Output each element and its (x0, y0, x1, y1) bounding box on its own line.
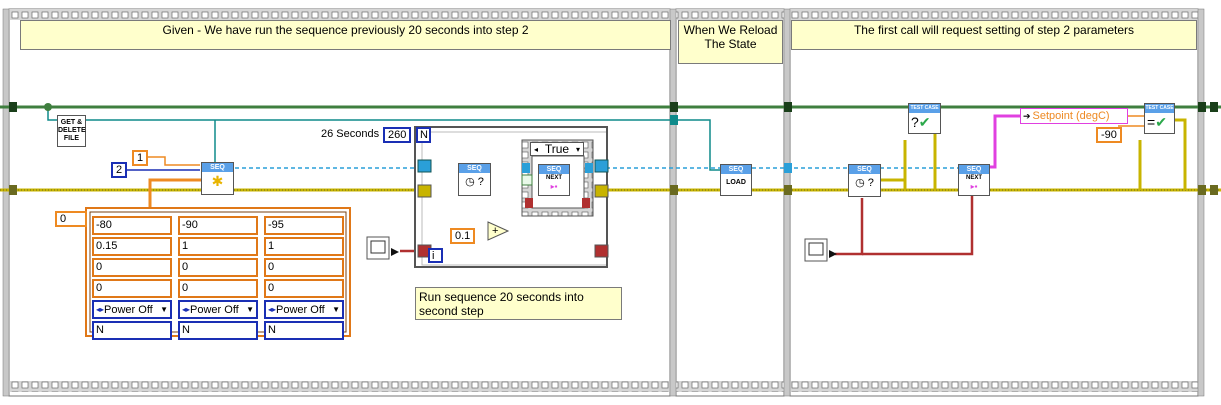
step-a[interactable]: 0 (92, 258, 172, 277)
wire-path (47, 107, 722, 171)
star-icon: ✱ (211, 173, 224, 189)
next-icon: ▸▪ (970, 182, 978, 191)
chevron-down-icon: ▼ (246, 305, 254, 314)
step-power-select[interactable]: ◂▸ Power Off ▼ (178, 300, 258, 319)
sequence-frame-3 (789, 8, 1199, 397)
timer-icon: ◷ ? (855, 177, 874, 189)
case-dropdown-icon[interactable]: ▾ (575, 144, 580, 154)
seq-wait-node-2[interactable]: SEQ ◷ ? (848, 164, 881, 197)
add-node (487, 221, 510, 241)
enum-arrows-icon: ◂▸ (96, 305, 105, 314)
enum-arrows-icon: ◂▸ (182, 305, 191, 314)
step-setpoint[interactable]: -90 (178, 216, 258, 235)
step-name[interactable]: N (178, 321, 258, 340)
arrow-right-icon: ➔ (1023, 110, 1031, 121)
loop-iteration-terminal: i (428, 248, 443, 263)
get-delete-file-node[interactable]: GET & DELETE FILE (57, 115, 86, 147)
case-prev-icon[interactable]: ◂ (534, 144, 539, 154)
seq-wait-node[interactable]: SEQ ◷ ? (458, 163, 491, 196)
step-b[interactable]: 0 (92, 279, 172, 298)
step-cluster-1[interactable]: -80 0.15 0 0 ◂▸ Power Off ▼ N (92, 214, 172, 342)
enum-arrows-icon: ◂▸ (268, 305, 277, 314)
step-rate[interactable]: 1 (178, 237, 258, 256)
step-b[interactable]: 0 (264, 279, 344, 298)
step-rate[interactable]: 1 (264, 237, 344, 256)
frame-divider (669, 8, 677, 397)
next-icon: ▸▪ (550, 182, 558, 191)
seconds-const[interactable]: 260 (383, 127, 412, 143)
const-2[interactable]: 2 (111, 162, 128, 178)
step-cluster-2[interactable]: -90 1 0 0 ◂▸ Power Off ▼ N (178, 214, 258, 342)
const-neg90[interactable]: -90 (1096, 127, 1122, 143)
seconds-label: 26 Seconds (321, 128, 380, 140)
array-index-0[interactable]: 0 (55, 211, 87, 227)
frame2-label: When We Reload The State (678, 20, 783, 64)
equals-check-icon: =✔ (1147, 114, 1167, 130)
setpoint-label: Setpoint (degC) (1032, 110, 1110, 122)
const-1[interactable]: 1 (132, 150, 149, 166)
const-0-1[interactable]: 0.1 (450, 228, 476, 244)
frame3-label: The first call will request setting of s… (791, 20, 1197, 50)
seq-next-node-2[interactable]: SEQ NEXT ▸▪ (958, 164, 990, 196)
sequence-frame-2 (675, 8, 785, 397)
step-a[interactable]: 0 (264, 258, 344, 277)
case-selector[interactable]: ◂ True ▾ (530, 142, 584, 156)
comment-label: Run sequence 20 seconds into second step (415, 287, 622, 320)
step-rate[interactable]: 0.15 (92, 237, 172, 256)
step-setpoint[interactable]: -80 (92, 216, 172, 235)
step-name[interactable]: N (92, 321, 172, 340)
step-power-select[interactable]: ◂▸ Power Off ▼ (92, 300, 172, 319)
frame1-label: Given - We have run the sequence previou… (20, 20, 671, 50)
chevron-down-icon: ▼ (160, 305, 168, 314)
step-b[interactable]: 0 (178, 279, 258, 298)
frame-divider (783, 8, 791, 397)
seq-next-node[interactable]: SEQ NEXT ▸▪ (538, 164, 570, 196)
timer-icon: ◷ ? (465, 176, 484, 188)
step-setpoint[interactable]: -95 (264, 216, 344, 235)
get-delete-file-label: GET & DELETE FILE (58, 119, 86, 142)
case-selector-value: True (544, 142, 570, 156)
step-power-select[interactable]: ◂▸ Power Off ▼ (264, 300, 344, 319)
step-name[interactable]: N (264, 321, 344, 340)
seq-header: SEQ (202, 163, 233, 172)
unbundle-setpoint[interactable]: ➔ Setpoint (degC) (1020, 108, 1128, 124)
check-icon: ?✔ (911, 114, 931, 130)
step-a[interactable]: 0 (178, 258, 258, 277)
seq-load-node[interactable]: SEQ LOAD (720, 164, 752, 196)
chevron-down-icon: ▼ (332, 305, 340, 314)
loop-count-terminal: N (416, 127, 431, 143)
wire-cluster (985, 114, 1022, 169)
seq-init-node[interactable]: SEQ ✱ (201, 162, 234, 195)
step-cluster-3[interactable]: -95 1 0 0 ◂▸ Power Off ▼ N (264, 214, 344, 342)
test-case-node-1[interactable]: TEST CASE ?✔ (908, 103, 941, 134)
test-case-node-2[interactable]: TEST CASE =✔ (1144, 103, 1175, 134)
svg-text:+: + (492, 225, 498, 237)
